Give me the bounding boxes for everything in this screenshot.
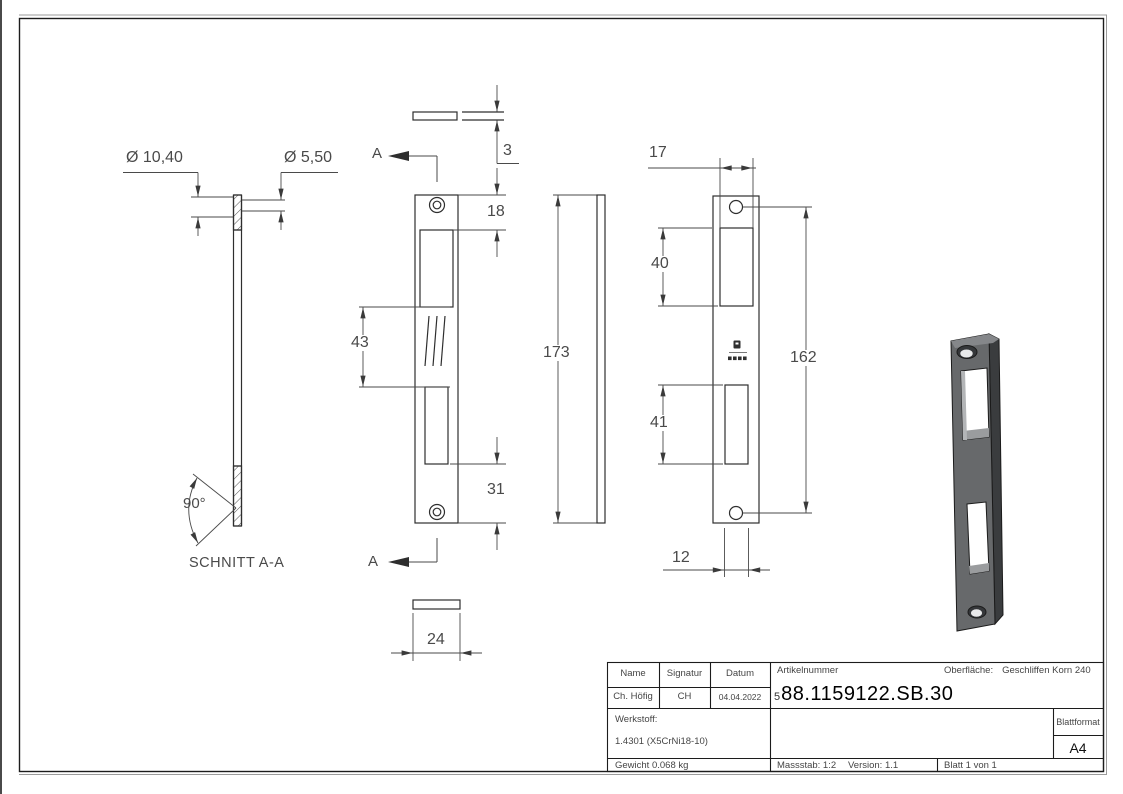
tb-signatur-value: CH: [677, 691, 692, 702]
tb-oberflaeche: Oberfläche: Geschliffen Korn 240: [944, 666, 1091, 676]
dim-countersink-angle: 90°: [183, 495, 206, 512]
tb-artikelnummer: 5 88.1159122.SB.30: [774, 684, 953, 704]
dim-top-edge-to-cutout: 18: [487, 203, 505, 220]
dim-bottom-cutout-width: 12: [672, 549, 690, 566]
side-view: [596, 194, 606, 524]
dim-outer-diameter: Ø 10,40: [126, 149, 183, 166]
tb-werkstoff-value: 1.4301 (X5CrNi18-10): [615, 736, 708, 747]
tb-oberflaeche-value: Geschliffen Korn 240: [1002, 665, 1091, 676]
tb-artikelnummer-value: 88.1159122.SB.30: [781, 683, 954, 705]
dim-cutout-to-bottom: 31: [487, 481, 505, 498]
front-view: [414, 194, 459, 524]
dim-top-cutout-width: 17: [649, 144, 667, 161]
tb-name-value: Ch. Höfig: [613, 691, 653, 702]
dim-top-cutout-height: 40: [649, 255, 671, 272]
thickness-dimension: [494, 85, 519, 164]
dim-width: 24: [427, 631, 445, 648]
dim-height: 173: [541, 344, 572, 361]
section-view-title: SCHNITT A-A: [189, 555, 285, 571]
tb-version: Version: 1.1: [848, 760, 899, 771]
tb-artikelnummer-label: Artikelnummer: [777, 665, 839, 676]
front-view-dimensions: [359, 168, 597, 661]
dim-bottom-cutout-height: 41: [648, 414, 670, 431]
cut-letter-bottom: A: [368, 553, 379, 570]
part-3d-view: [950, 333, 1004, 632]
tb-massstab: Massstab: 1:2: [777, 760, 837, 771]
tb-header-datum: Datum: [726, 668, 754, 679]
tb-blattformat-label: Blattformat: [1056, 717, 1100, 727]
dim-inner-diameter: Ø 5,50: [284, 149, 333, 166]
dim-thickness: 3: [503, 142, 512, 159]
section-cut-arrows: [388, 151, 438, 567]
tb-oberflaeche-label: Oberfläche:: [944, 665, 994, 676]
tb-blattformat-value: A4: [1069, 740, 1087, 756]
dim-hole-spacing: 162: [788, 349, 819, 366]
tb-werkstoff-label: Werkstoff:: [615, 714, 658, 725]
section-view: [232, 194, 243, 527]
title-block-grid: [606, 661, 1105, 773]
rear-view: [712, 195, 760, 524]
cut-letter-top: A: [372, 145, 383, 162]
section-dimensions: [123, 172, 338, 547]
tb-datum-value: 04.04.2022: [718, 692, 762, 702]
dim-between-cutouts: 43: [349, 334, 371, 351]
tb-artikelnummer-prefix: 5: [774, 691, 781, 703]
tb-gewicht: Gewicht 0.068 kg: [615, 760, 689, 771]
tb-blatt: Blatt 1 von 1: [944, 760, 997, 771]
tb-header-signatur: Signatur: [666, 668, 703, 679]
bottom-view: [412, 599, 461, 610]
manufacturer-logo-icon: [728, 340, 747, 361]
top-view: [412, 111, 504, 121]
tb-header-name: Name: [620, 668, 646, 679]
